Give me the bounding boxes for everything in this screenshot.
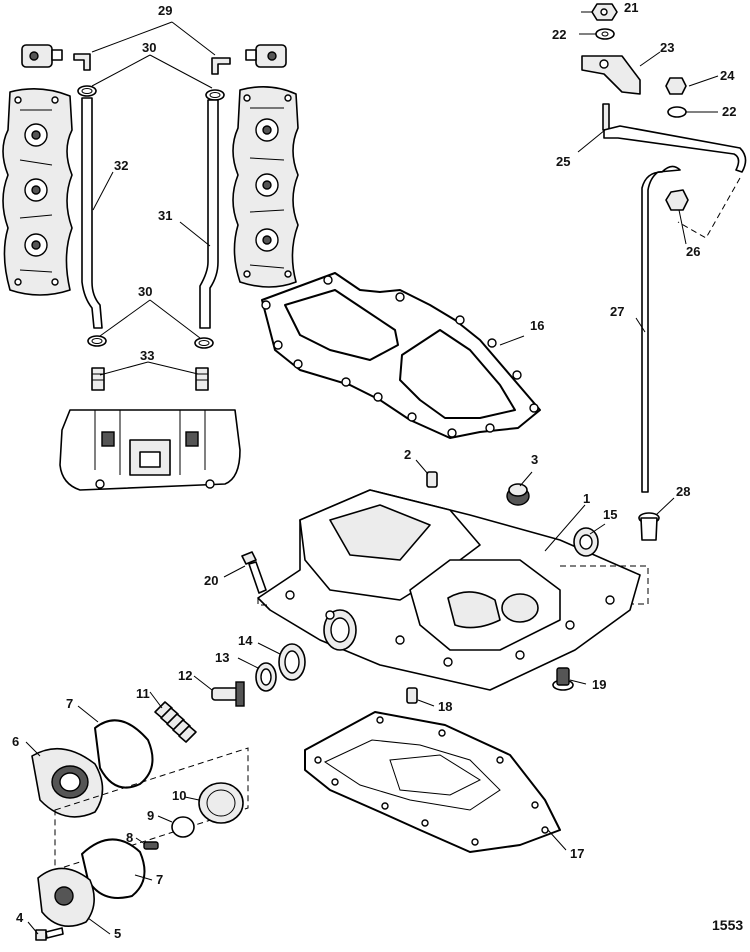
callout-28: 28 bbox=[676, 484, 690, 499]
valve-poppet bbox=[211, 681, 245, 707]
grommet-19 bbox=[552, 667, 574, 691]
leader-adapter-right bbox=[560, 565, 649, 605]
callout-32: 32 bbox=[114, 158, 128, 173]
left-hose-fitting bbox=[91, 367, 105, 391]
dowel-pin-top bbox=[426, 471, 438, 488]
figure-id: 1553 bbox=[712, 917, 743, 933]
callout-33: 33 bbox=[140, 348, 154, 363]
hose-clamp-top-left bbox=[77, 85, 97, 97]
callout-27: 27 bbox=[610, 304, 624, 319]
left-elbow-fitting bbox=[73, 53, 91, 71]
right-water-hose bbox=[199, 99, 219, 329]
nut-21 bbox=[591, 3, 618, 21]
callout-14: 14 bbox=[238, 633, 253, 648]
callout-11: 11 bbox=[136, 686, 150, 701]
callout-7-bottom: 7 bbox=[156, 872, 163, 887]
valve-cover-gasket-upper bbox=[94, 719, 154, 789]
callout-25: 25 bbox=[556, 154, 570, 169]
linkage-bracket-23 bbox=[581, 55, 641, 95]
seal-ring-15 bbox=[573, 527, 599, 557]
callout-16: 16 bbox=[530, 318, 544, 333]
callout-29: 29 bbox=[158, 3, 172, 18]
link-rod-27 bbox=[641, 165, 681, 493]
valve-cover-5 bbox=[37, 867, 95, 928]
hose-clamp-top-right bbox=[205, 89, 225, 101]
callout-9: 9 bbox=[147, 808, 154, 823]
callout-7-top: 7 bbox=[66, 696, 73, 711]
callout-23: 23 bbox=[660, 40, 674, 55]
callout-1: 1 bbox=[583, 491, 590, 506]
right-thermostat-housing bbox=[245, 44, 287, 68]
callout-3: 3 bbox=[531, 452, 538, 467]
callout-12: 12 bbox=[178, 668, 192, 683]
left-thermostat-housing bbox=[21, 44, 63, 68]
left-water-hose bbox=[81, 97, 103, 329]
washer-22-right bbox=[667, 106, 687, 118]
valve-cover-6 bbox=[31, 747, 104, 818]
callout-30-bottom: 30 bbox=[138, 284, 152, 299]
right-cylinder-head-cover bbox=[232, 86, 299, 288]
right-hose-fitting bbox=[195, 367, 209, 391]
callout-13: 13 bbox=[215, 650, 229, 665]
plug-cap bbox=[506, 483, 530, 506]
callout-8: 8 bbox=[126, 830, 133, 845]
cover-assembly-outline bbox=[54, 747, 249, 871]
adapter-plate-gasket bbox=[304, 711, 561, 853]
right-elbow-fitting bbox=[211, 57, 231, 75]
callout-30-top: 30 bbox=[142, 40, 156, 55]
control-rod-25 bbox=[602, 103, 747, 173]
nut-24 bbox=[665, 77, 687, 95]
bushing-28 bbox=[638, 512, 660, 541]
exhaust-adapter-plate bbox=[257, 489, 641, 691]
callout-20: 20 bbox=[204, 573, 218, 588]
callout-10: 10 bbox=[172, 788, 186, 803]
callout-15: 15 bbox=[603, 507, 617, 522]
left-cylinder-head-cover bbox=[2, 88, 73, 296]
diaphragm-10 bbox=[198, 782, 244, 824]
callout-6: 6 bbox=[12, 734, 19, 749]
callout-2: 2 bbox=[404, 447, 411, 462]
washer-9 bbox=[171, 816, 195, 838]
valve-cover-gasket-lower bbox=[81, 838, 146, 899]
callout-21: 21 bbox=[624, 0, 638, 15]
callout-17: 17 bbox=[570, 846, 584, 861]
hose-clamp-bottom-right bbox=[194, 337, 214, 349]
callout-26: 26 bbox=[686, 244, 700, 259]
callout-18: 18 bbox=[438, 699, 452, 714]
leader-adapter-left bbox=[257, 598, 268, 606]
callout-19: 19 bbox=[592, 677, 606, 692]
valve-seal-13 bbox=[255, 662, 277, 692]
callout-5: 5 bbox=[114, 926, 121, 941]
bolt-20 bbox=[241, 551, 267, 594]
leader-rod-pivot bbox=[677, 177, 741, 239]
callout-31: 31 bbox=[158, 208, 172, 223]
washer-22-top bbox=[595, 28, 615, 40]
cylinder-block-base-outline bbox=[59, 409, 241, 491]
callout-22-right: 22 bbox=[722, 104, 736, 119]
callout-4: 4 bbox=[16, 910, 24, 925]
valve-spring bbox=[154, 701, 197, 743]
leader-lines bbox=[25, 11, 719, 935]
screw-4 bbox=[35, 927, 64, 941]
fitting-26 bbox=[665, 189, 689, 211]
callout-22-top: 22 bbox=[552, 27, 566, 42]
exhaust-adapter-gasket bbox=[261, 272, 541, 439]
pin-8 bbox=[143, 841, 159, 850]
valve-seat-14 bbox=[278, 643, 306, 681]
hose-clamp-bottom-left bbox=[87, 335, 107, 347]
callout-24: 24 bbox=[720, 68, 735, 83]
dowel-pin-bottom bbox=[406, 687, 418, 704]
